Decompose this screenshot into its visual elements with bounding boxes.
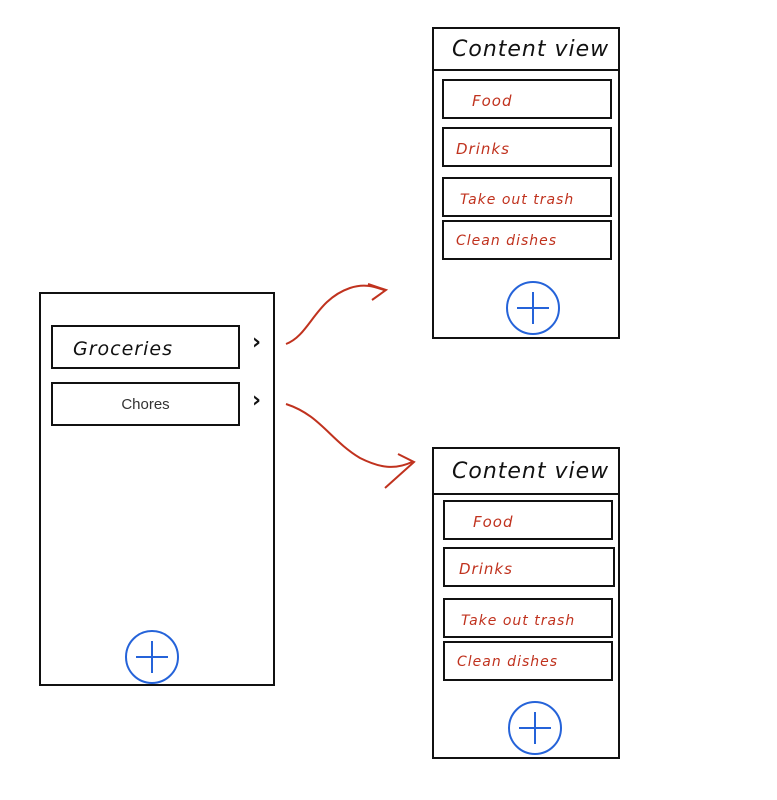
list-row-chores[interactable]: Chores [51,382,240,426]
content-item-label: Take out trash [460,192,575,208]
content-item-label: Clean dishes [457,654,559,670]
chevron-right-icon[interactable]: › [252,330,262,355]
content-view-title: Content view [452,459,610,484]
content-view-header: Content view [434,29,618,71]
content-item[interactable]: Drinks [443,547,615,587]
add-button[interactable] [508,701,562,755]
content-item-label: Drinks [459,560,513,578]
arrow-to-content-view-top [285,284,385,345]
content-item[interactable]: Food [443,500,613,540]
content-item[interactable]: Clean dishes [443,641,613,681]
content-item-label: Drinks [456,140,510,158]
list-row-label: Chores [121,396,170,413]
content-item[interactable]: Take out trash [442,177,612,217]
content-item-label: Food [473,513,514,531]
content-view-screen-top: Content view Food Drinks Take out trash … [432,27,620,339]
content-item-label: Clean dishes [456,233,558,249]
content-item[interactable]: Food [442,79,612,119]
add-button[interactable] [506,281,560,335]
content-item-label: Food [472,92,513,110]
list-screen: Groceries › Chores › [39,292,275,686]
list-row-label: Groceries [73,338,173,360]
list-row-groceries[interactable]: Groceries [51,325,240,369]
arrow-to-content-view-bottom [285,403,413,468]
content-item-label: Take out trash [461,613,576,629]
content-item[interactable]: Clean dishes [442,220,612,260]
content-view-title: Content view [452,37,610,62]
content-view-screen-bottom: Content view Food Drinks Take out trash … [432,447,620,759]
content-item[interactable]: Drinks [442,127,612,167]
chevron-right-icon[interactable]: › [252,388,262,413]
content-item[interactable]: Take out trash [443,598,613,638]
arrow-to-content-view-top-head [367,283,389,301]
content-view-header: Content view [434,449,618,495]
add-button[interactable] [125,630,179,684]
arrow-to-content-view-bottom-head [384,453,416,489]
